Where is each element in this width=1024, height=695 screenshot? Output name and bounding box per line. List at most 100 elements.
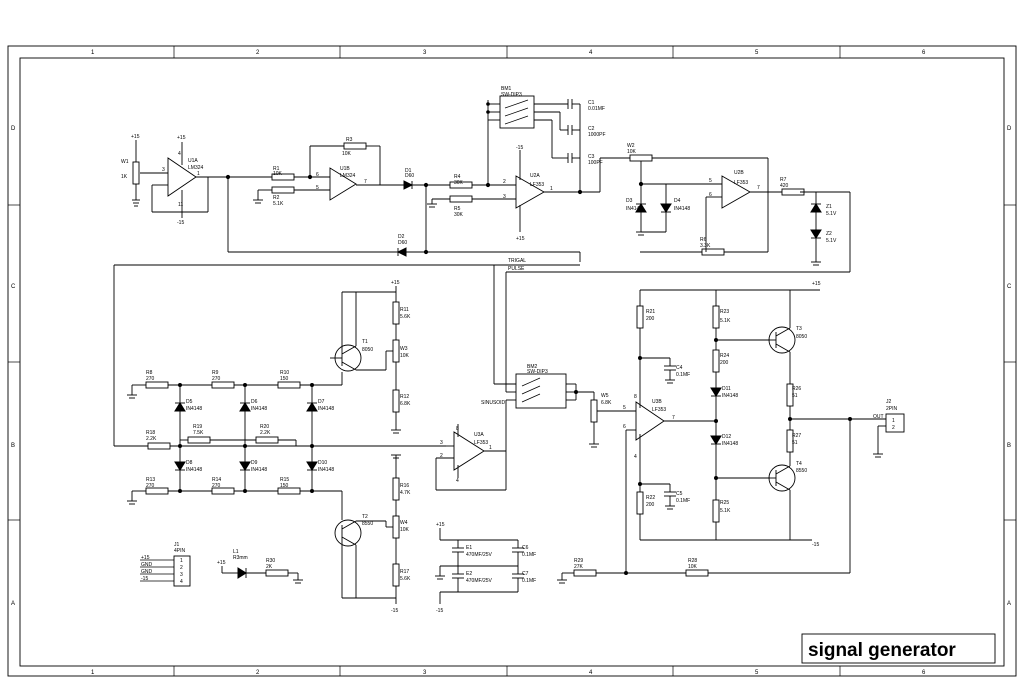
- ref-r15: R15: [280, 477, 289, 483]
- zener-z2: [810, 229, 822, 239]
- zone-label-col: 3: [423, 670, 427, 676]
- value-j1: 4PIN: [174, 548, 186, 554]
- value-d9: IN4148: [251, 467, 267, 473]
- j1-pin-label: GND: [141, 569, 153, 575]
- value-r13: 270: [146, 483, 155, 489]
- resistor-r2: [271, 186, 295, 194]
- pin-number: 5: [316, 185, 319, 191]
- value-r7: 420: [780, 183, 789, 189]
- zener-z1: [810, 203, 822, 213]
- pin-number: 4: [180, 579, 183, 585]
- value-r27: 51: [792, 440, 798, 446]
- ref-e2: E2: [466, 571, 472, 577]
- ref-c4: C4: [676, 365, 683, 371]
- ref-z2: Z2: [826, 231, 832, 237]
- ref-r23: R23: [720, 309, 729, 315]
- resistor-r9: [211, 381, 235, 389]
- value-c7: 0.1MF: [522, 578, 536, 584]
- value-r5: 30K: [454, 212, 464, 218]
- supply-label-minus: -15: [177, 220, 184, 226]
- stage-sine-shaper: [127, 381, 446, 505]
- diode-d5: [174, 402, 186, 412]
- zone-label-row: B: [1007, 443, 1011, 449]
- connector-j2: [885, 413, 905, 433]
- ref-t2: T2: [362, 514, 368, 520]
- value-w4: 10K: [400, 527, 410, 533]
- j1-pin-label: -15: [141, 576, 148, 582]
- j1-pin-label: +15: [141, 555, 150, 561]
- value-bm1: SW-DIP3: [501, 92, 522, 98]
- resistor-r17: [392, 563, 400, 587]
- ref-r30: R30: [266, 558, 275, 564]
- pin-number: 1: [892, 418, 895, 424]
- opamp-u2b: [721, 175, 751, 209]
- supply-label-minus: -15: [812, 542, 819, 548]
- stage-output: [557, 289, 905, 584]
- resistor-r3: [343, 142, 367, 150]
- diode-d8: [174, 461, 186, 471]
- value-z2: 5.1V: [826, 238, 837, 244]
- ref-d2: D2: [398, 234, 405, 240]
- pin-number: 6: [316, 172, 319, 178]
- supply-label-plus: +15: [436, 522, 445, 528]
- ref-c3: C3: [588, 154, 595, 160]
- value-t3: 8050: [796, 334, 807, 340]
- zone-label-row: A: [1007, 601, 1011, 607]
- supply-label-plus: +15: [131, 134, 140, 140]
- value-u3a: LF353: [474, 440, 488, 446]
- ref-t1: T1: [362, 339, 368, 345]
- ref-w3: W3: [400, 346, 408, 352]
- opamp-u3b: [635, 401, 665, 441]
- value-r21: 200: [646, 316, 655, 322]
- ref-d11: D11: [722, 386, 731, 392]
- ref-d7: D7: [318, 399, 325, 405]
- pin-number: 2: [503, 179, 506, 185]
- value-r10: 150: [280, 376, 289, 382]
- value-l1: R3mm: [233, 555, 248, 561]
- drawing-frame: [7, 45, 1017, 677]
- ref-d6: D6: [251, 399, 258, 405]
- resistor-r28: [685, 569, 709, 577]
- ref-c6: C6: [522, 545, 529, 551]
- value-r26: 51: [792, 393, 798, 399]
- value-r30: 2K: [266, 564, 273, 570]
- resistor-r10: [277, 381, 301, 389]
- zone-label-col: 5: [755, 50, 759, 56]
- pin-number: 4: [178, 151, 181, 157]
- ref-j1: J1: [174, 542, 180, 548]
- ref-d1: D1: [405, 168, 412, 174]
- supply-label-minus: -15: [436, 608, 443, 614]
- ref-c1: C1: [588, 100, 595, 106]
- value-u2b: LF353: [734, 180, 748, 186]
- transistor-t3: [768, 326, 796, 354]
- opamp-u2a: [515, 175, 545, 209]
- ref-r17: R17: [400, 569, 409, 575]
- pin-number: 7: [364, 179, 367, 185]
- ref-d8: D8: [186, 460, 193, 466]
- value-d5: IN4148: [186, 406, 202, 412]
- ref-r6: R6: [700, 237, 707, 243]
- stage-sine-buffer: [435, 373, 636, 491]
- ref-u3a: U3A: [474, 432, 484, 438]
- ref-u1a: U1A: [188, 158, 198, 164]
- ref-d10: D10: [318, 460, 327, 466]
- ref-r2: R2: [273, 195, 280, 201]
- ref-r4: R4: [454, 174, 461, 180]
- potentiometer-w1: [132, 161, 140, 185]
- value-w5: 6.8K: [601, 400, 612, 406]
- diode-d6: [239, 402, 251, 412]
- value-r14: 270: [212, 483, 221, 489]
- stage-reference: [132, 140, 398, 253]
- stage-integrator: [427, 95, 600, 232]
- zone-label-row: C: [11, 284, 16, 290]
- dip-switch-bm2: [515, 373, 567, 409]
- supply-label-plus: +15: [391, 280, 400, 286]
- zone-label-col: 2: [256, 50, 260, 56]
- diode-d10: [306, 461, 318, 471]
- ref-r27: R27: [792, 433, 801, 439]
- ref-r25: R25: [720, 500, 729, 506]
- pin-number: 5: [623, 405, 626, 411]
- stage-comparator: [253, 142, 581, 262]
- ref-r16: R16: [400, 483, 409, 489]
